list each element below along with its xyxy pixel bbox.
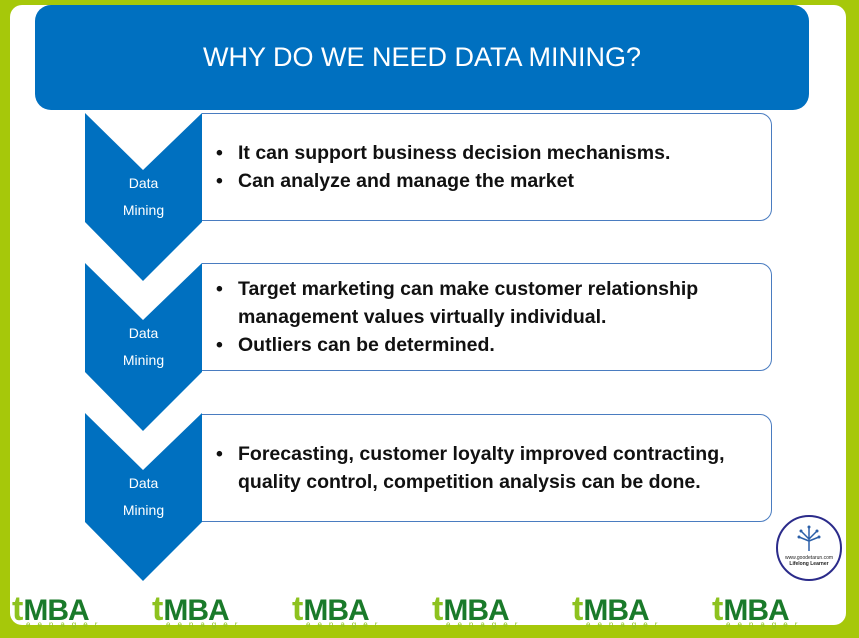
logo-url: www.goodetarun.com: [784, 555, 834, 561]
bullet-item: Forecasting, customer loyalty improved c…: [216, 440, 755, 496]
bullet-item: Can analyze and manage the market: [216, 167, 755, 195]
slide-title: WHY DO WE NEED DATA MINING?: [202, 42, 642, 72]
tree-pencil-icon: [797, 525, 821, 551]
chevron-label: Mining: [122, 502, 165, 518]
chevron-label: Data: [128, 175, 159, 191]
chevron-label: Data: [128, 325, 159, 341]
logo-tagline: Lifelong Learner: [789, 561, 829, 567]
lifelong-learner-logo: www.goodetarun.com Lifelong Learner: [776, 515, 842, 581]
chevron-label: Mining: [122, 352, 165, 368]
bullet-item: Outliers can be determined.: [216, 331, 755, 359]
bullet-item: Target marketing can make customer relat…: [216, 275, 755, 331]
chevron-label: Data: [128, 475, 159, 491]
title-banner: WHY DO WE NEED DATA MINING?: [35, 5, 809, 110]
bullet-item: It can support business decision mechani…: [216, 139, 755, 167]
step-box: Target marketing can make customer relat…: [202, 263, 772, 371]
step-box: It can support business decision mechani…: [202, 113, 772, 221]
step-box: Forecasting, customer loyalty improved c…: [202, 414, 772, 522]
chevron-label: Mining: [122, 202, 165, 218]
